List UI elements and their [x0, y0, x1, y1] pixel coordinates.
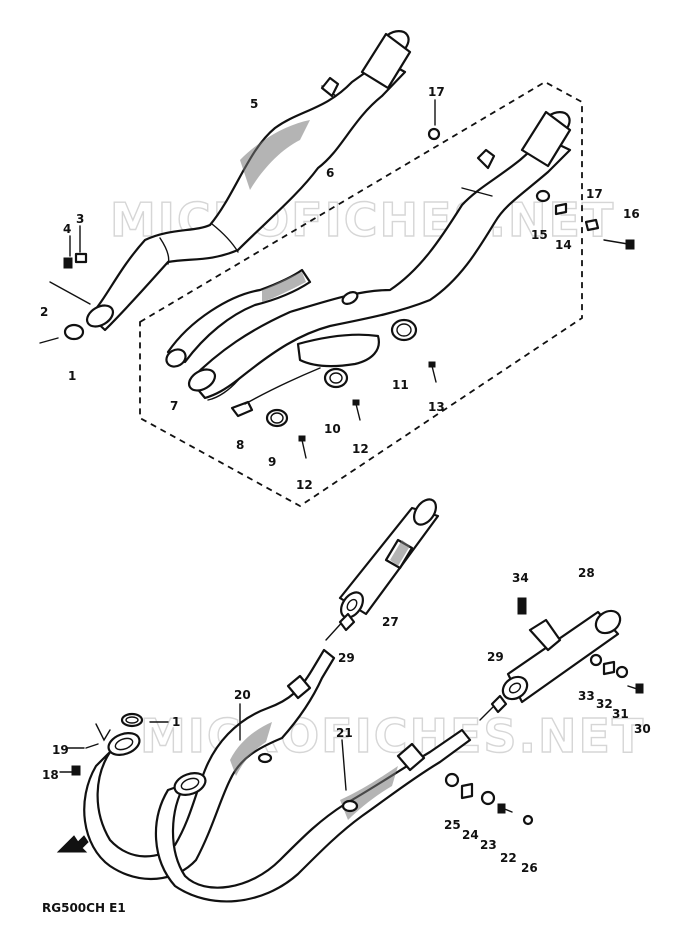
label-23: 23: [480, 838, 497, 852]
label-29-b: 29: [487, 650, 504, 664]
label-5: 5: [250, 97, 258, 111]
label-29: 29: [338, 651, 355, 665]
part-2-stud: [39, 337, 59, 344]
label-10: 10: [324, 422, 341, 436]
label-12: 12: [296, 478, 313, 492]
part-31-washer: [615, 665, 629, 679]
part-17-grommet: [427, 127, 441, 141]
label-28: 28: [578, 566, 595, 580]
part-33-grommet: [589, 653, 603, 667]
label-16: 16: [623, 207, 640, 221]
label-12-b: 12: [352, 442, 369, 456]
part-12-screw: [301, 439, 307, 459]
part-4-nut: [63, 257, 73, 269]
label-7: 7: [170, 399, 178, 413]
part-8-strap: [230, 400, 254, 418]
part-24-collar: [460, 782, 474, 800]
label-32: 32: [596, 697, 613, 711]
label-34: 34: [512, 571, 529, 585]
part-1-gasket: [63, 323, 85, 341]
label-22: 22: [500, 851, 517, 865]
label-25: 25: [444, 818, 461, 832]
label-17-b: 17: [586, 187, 603, 201]
diagram-code: RG500CH E1: [42, 901, 126, 915]
part-16-bolt: [603, 239, 629, 245]
part-21-exhaust-chamber: [154, 728, 472, 903]
label-8: 8: [236, 438, 244, 452]
part-5-exhaust-chamber: [85, 30, 412, 332]
part-27-muffler: [338, 498, 440, 619]
label-18: 18: [42, 768, 59, 782]
label-1: 1: [68, 369, 76, 383]
label-15: 15: [531, 228, 548, 242]
part-34-bolt: [517, 597, 527, 615]
label-19: 19: [52, 743, 69, 757]
label-4: 4: [63, 222, 71, 236]
label-26: 26: [521, 861, 538, 875]
label-3: 3: [76, 212, 84, 226]
label-9: 9: [268, 455, 276, 469]
part-1-gasket-b: [120, 712, 144, 728]
part-23-washer: [480, 790, 496, 806]
part-25-grommet: [444, 772, 460, 788]
part-9-clamp: [265, 408, 289, 428]
label-6: 6: [326, 166, 334, 180]
part-19-washer: [85, 743, 99, 749]
label-20: 20: [234, 688, 251, 702]
label-2: 2: [40, 305, 48, 319]
label-14: 14: [555, 238, 572, 252]
label-11: 11: [392, 378, 409, 392]
label-27: 27: [382, 615, 399, 629]
part-13-screw: [431, 365, 437, 383]
part-10-clamp: [323, 367, 349, 389]
part-32-collar: [602, 660, 616, 676]
part-12-screw-b: [355, 403, 361, 421]
label-33: 33: [578, 689, 595, 703]
part-3-washer: [74, 252, 88, 264]
label-30: 30: [634, 722, 651, 736]
label-1-b: 1: [172, 715, 180, 729]
label-17: 17: [428, 85, 445, 99]
part-18-nut: [71, 765, 81, 776]
part-15-washer: [535, 189, 551, 203]
part-17-grommet-b: [584, 218, 600, 232]
label-31: 31: [612, 707, 629, 721]
label-24: 24: [462, 828, 479, 842]
front-arrow-icon: [56, 835, 89, 853]
part-26-nut: [522, 814, 534, 826]
dashed-assembly-box: [139, 80, 583, 508]
part-14-collar: [554, 202, 568, 216]
label-13: 13: [428, 400, 445, 414]
part-6-exhaust-chamber: [165, 110, 572, 401]
part-28-muffler: [501, 609, 622, 704]
label-21: 21: [336, 726, 353, 740]
part-11-clamp: [390, 318, 418, 342]
